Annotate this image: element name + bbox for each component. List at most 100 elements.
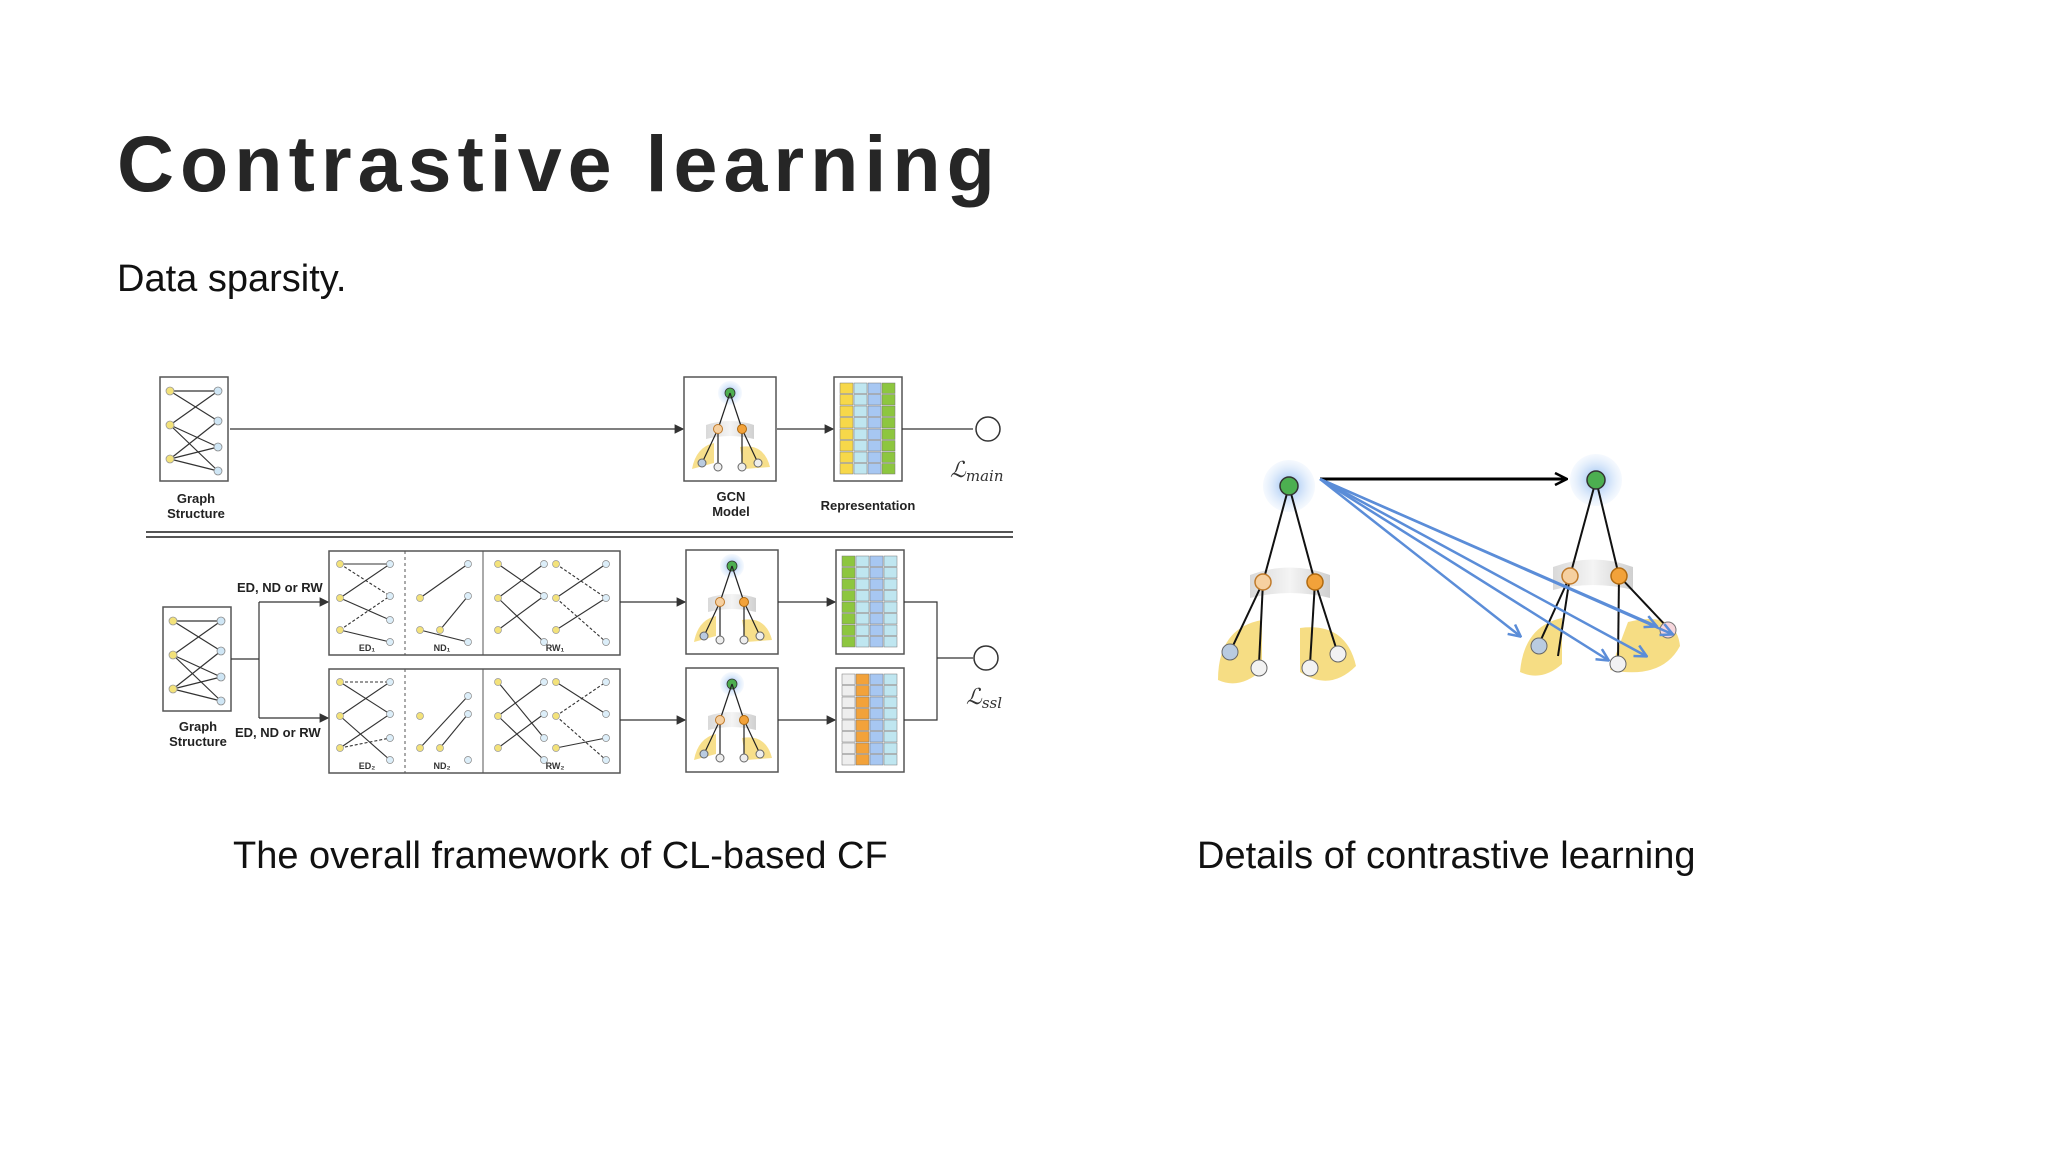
representation-matrix-view2 bbox=[835, 667, 905, 773]
representation-matrix-top bbox=[833, 376, 903, 482]
loss-main-label: ℒmain bbox=[950, 458, 1003, 485]
matrix-cell bbox=[855, 673, 870, 685]
matrix-cell bbox=[855, 624, 870, 636]
matrix-cell bbox=[881, 394, 896, 406]
anchor-tree bbox=[1218, 460, 1356, 684]
contrastive-details-caption: Details of contrastive learning bbox=[1197, 835, 1696, 877]
matrix-cell bbox=[883, 601, 898, 613]
matrix-cell bbox=[883, 685, 898, 697]
augment-label-bottom: ED, ND or RW bbox=[235, 725, 321, 740]
matrix-cell bbox=[869, 719, 884, 731]
matrix-cell bbox=[867, 394, 882, 406]
positive-tree bbox=[1520, 454, 1680, 676]
slide-title: Contrastive learning bbox=[117, 119, 1001, 208]
matrix-cell bbox=[869, 567, 884, 579]
matrix-cell bbox=[881, 382, 896, 394]
matrix-cell bbox=[841, 719, 856, 731]
matrix-cell bbox=[839, 428, 854, 440]
augmented-views-top: ED₁ ND₁ RW₁ bbox=[328, 550, 621, 656]
matrix-cell bbox=[883, 731, 898, 743]
representation-matrix-view1 bbox=[835, 549, 905, 655]
matrix-cell bbox=[869, 754, 884, 766]
matrix-cell bbox=[855, 578, 870, 590]
view-label-rw2: RW₂ bbox=[546, 761, 565, 771]
matrix-cell bbox=[839, 451, 854, 463]
matrix-cell bbox=[855, 567, 870, 579]
matrix-cell bbox=[839, 417, 854, 429]
graph-structure-label-bottom-2: Structure bbox=[169, 734, 227, 749]
slide-subtitle: Data sparsity. bbox=[117, 258, 347, 300]
graph-structure-label-bottom-1: Graph bbox=[179, 719, 217, 734]
matrix-cell bbox=[855, 613, 870, 625]
matrix-cell bbox=[867, 417, 882, 429]
matrix-cell bbox=[841, 673, 856, 685]
matrix-cell bbox=[841, 590, 856, 602]
matrix-cell bbox=[853, 382, 868, 394]
matrix-cell bbox=[841, 754, 856, 766]
matrix-cell bbox=[883, 624, 898, 636]
matrix-cell bbox=[867, 451, 882, 463]
matrix-cell bbox=[883, 578, 898, 590]
matrix-cell bbox=[883, 613, 898, 625]
loss-ssl-label: ℒssl bbox=[966, 685, 1002, 712]
view-label-ed2: ED₂ bbox=[359, 761, 376, 771]
matrix-cell bbox=[853, 463, 868, 475]
matrix-cell bbox=[883, 555, 898, 567]
matrix-cell bbox=[839, 405, 854, 417]
matrix-cell bbox=[869, 590, 884, 602]
matrix-cell bbox=[883, 742, 898, 754]
matrix-cell bbox=[867, 440, 882, 452]
contrastive-details-diagram bbox=[1218, 454, 1680, 684]
matrix-cell bbox=[841, 601, 856, 613]
gcn-model-view1 bbox=[685, 549, 779, 655]
matrix-cell bbox=[867, 382, 882, 394]
matrix-cell bbox=[883, 754, 898, 766]
matrix-cell bbox=[853, 451, 868, 463]
matrix-cell bbox=[881, 417, 896, 429]
matrix-cell bbox=[869, 731, 884, 743]
matrix-cell bbox=[855, 555, 870, 567]
matrix-cell bbox=[853, 428, 868, 440]
matrix-cell bbox=[855, 636, 870, 648]
matrix-cell bbox=[853, 405, 868, 417]
matrix-cell bbox=[881, 451, 896, 463]
matrix-cell bbox=[841, 624, 856, 636]
gcn-label-2: Model bbox=[712, 504, 750, 519]
matrix-cell bbox=[867, 405, 882, 417]
gcn-label-1: GCN bbox=[717, 489, 746, 504]
matrix-cell bbox=[883, 696, 898, 708]
negative-pair-arrows bbox=[1319, 477, 1672, 660]
matrix-cell bbox=[839, 382, 854, 394]
matrix-cell bbox=[841, 685, 856, 697]
matrix-cell bbox=[869, 613, 884, 625]
matrix-cell bbox=[869, 696, 884, 708]
graph-structure-label-top-1: Graph bbox=[177, 491, 215, 506]
matrix-cell bbox=[841, 708, 856, 720]
graph-structure-top bbox=[159, 376, 229, 482]
matrix-cell bbox=[869, 555, 884, 567]
matrix-cell bbox=[883, 673, 898, 685]
matrix-cell bbox=[841, 742, 856, 754]
matrix-cell bbox=[841, 555, 856, 567]
matrix-cell bbox=[869, 685, 884, 697]
anchor-node bbox=[1279, 476, 1299, 496]
augment-label-top: ED, ND or RW bbox=[237, 580, 323, 595]
matrix-cell bbox=[841, 731, 856, 743]
gcn-model-view2 bbox=[685, 667, 779, 773]
matrix-cell bbox=[881, 405, 896, 417]
matrix-cell bbox=[841, 578, 856, 590]
matrix-cell bbox=[839, 394, 854, 406]
view-label-nd2: ND₂ bbox=[434, 761, 451, 771]
matrix-cell bbox=[855, 590, 870, 602]
matrix-cell bbox=[867, 428, 882, 440]
view-label-ed1: ED₁ bbox=[359, 643, 376, 653]
loss-main-node bbox=[975, 416, 1001, 442]
gcn-model-top bbox=[683, 376, 777, 482]
view-label-nd1: ND₁ bbox=[434, 643, 451, 653]
matrix-cell bbox=[855, 685, 870, 697]
augmented-views-bottom: ED₂ ND₂ RW₂ bbox=[328, 668, 621, 774]
matrix-cell bbox=[869, 708, 884, 720]
matrix-cell bbox=[855, 601, 870, 613]
matrix-cell bbox=[855, 731, 870, 743]
